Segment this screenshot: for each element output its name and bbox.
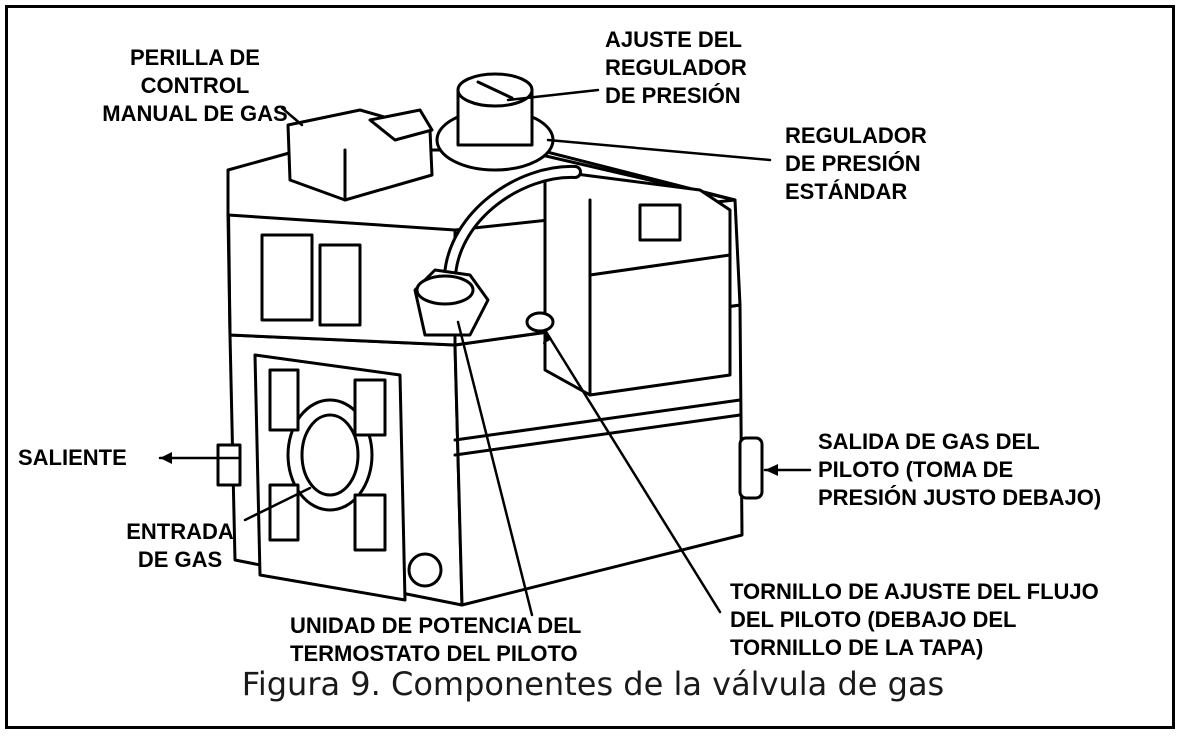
label-thermostat-power-unit: UNIDAD DE POTENCIA DEL TERMOSTATO DEL PI… bbox=[290, 613, 582, 666]
leader-lines bbox=[158, 88, 812, 617]
pilot-gas-outlet bbox=[738, 436, 764, 500]
label-pilot-gas-outlet: SALIDA DE GAS DEL PILOTO (TOMA DE PRESIÓ… bbox=[818, 429, 1102, 510]
label-saliente: SALIENTE bbox=[18, 445, 127, 470]
figure-caption: Figura 9. Componentes de la válvula de g… bbox=[241, 665, 945, 703]
left-window bbox=[260, 233, 314, 322]
label-regulator-adjust: AJUSTE DEL REGULADOR DE PRESIÓN bbox=[605, 27, 747, 108]
pilot-adjust-screw bbox=[525, 311, 555, 333]
label-pilot-flow-screw: TORNILLO DE AJUSTE DEL FLUJO DEL PILOTO … bbox=[730, 579, 1099, 660]
label-manual-knob: PERILLA DE CONTROL MANUAL DE GAS bbox=[102, 45, 288, 126]
label-gas-inlet: ENTRADA DE GAS bbox=[126, 519, 234, 572]
standard-regulator bbox=[543, 168, 732, 397]
label-standard-regulator: REGULADOR DE PRESIÓN ESTÁNDAR bbox=[785, 123, 927, 204]
